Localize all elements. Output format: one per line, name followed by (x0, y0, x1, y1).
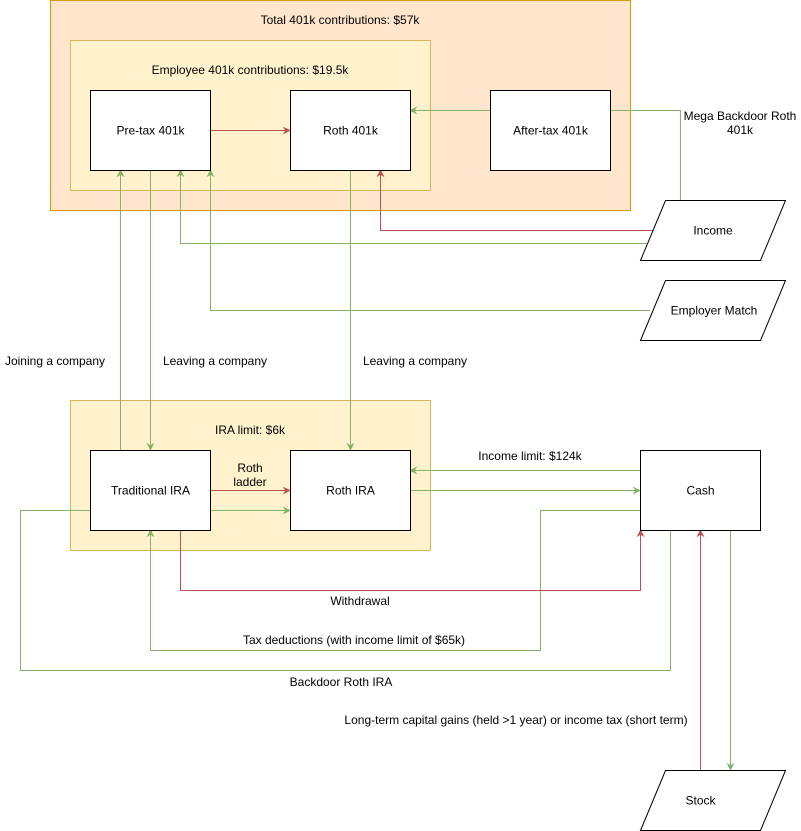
node-roth-401k[interactable]: Roth 401k (290, 90, 411, 171)
node-stock-label: Stock (685, 794, 716, 808)
tax-deductions-label-bg (232, 632, 476, 648)
edge-employer-match-to-pretax (206, 169, 650, 311)
node-roth-ira[interactable]: Roth IRA (290, 450, 411, 531)
group-ira-limit-label: IRA limit: $6k (215, 423, 286, 437)
node-cash-label: Cash (686, 484, 714, 498)
edge-cash-to-traditional-ira (146, 510, 640, 651)
node-traditional-ira-label: Traditional IRA (111, 484, 190, 498)
node-aftertax-401k-label: After-tax 401k (513, 124, 589, 138)
node-aftertax-401k[interactable]: After-tax 401k (490, 90, 611, 171)
edge-income-to-roth401k (376, 169, 655, 231)
node-roth-401k-label: Roth 401k (323, 124, 379, 138)
edge-label-roth-ladder-line1: Roth (237, 461, 262, 475)
node-cash[interactable]: Cash (640, 450, 761, 531)
edge-label-capital-gains: Long-term capital gains (held >1 year) o… (344, 713, 687, 727)
group-total-401k-label: Total 401k contributions: $57k (261, 13, 421, 27)
edge-label-mega-backdoor-line2: 401k (727, 123, 754, 137)
node-roth-ira-label: Roth IRA (326, 484, 375, 498)
node-employer-match-label: Employer Match (671, 304, 758, 318)
edge-label-joining-company: Joining a company (5, 354, 105, 368)
node-pretax-401k[interactable]: Pre-tax 401k (90, 90, 211, 171)
capital-gains-label-bg (340, 712, 692, 728)
node-traditional-ira[interactable]: Traditional IRA (90, 450, 211, 531)
group-employee-401k-label: Employee 401k contributions: $19.5k (152, 63, 350, 77)
withdrawal-label-bg (325, 593, 395, 609)
edge-label-roth-ladder-line2: ladder (233, 475, 266, 489)
node-pretax-401k-label: Pre-tax 401k (116, 124, 185, 138)
edge-income-to-pretax (176, 169, 650, 244)
edge-label-tax-deductions: Tax deductions (with income limit of $65… (243, 633, 465, 647)
node-income[interactable]: Income (639, 200, 787, 261)
edge-label-backdoor-roth-ira: Backdoor Roth IRA (290, 675, 393, 689)
edge-label-leaving-company-pretax: Leaving a company (163, 354, 267, 368)
edge-label-income-limit: Income limit: $124k (478, 449, 582, 463)
edge-label-withdrawal: Withdrawal (330, 594, 389, 608)
edge-withdrawal (180, 529, 645, 591)
edge-label-mega-backdoor-line1: Mega Backdoor Roth (684, 109, 797, 123)
node-stock[interactable]: Stock (639, 770, 787, 831)
edge-label-leaving-company-roth: Leaving a company (363, 354, 467, 368)
backdoor-roth-label-bg (283, 674, 399, 690)
node-employer-match[interactable]: Employer Match (639, 280, 787, 341)
node-income-label: Income (693, 224, 733, 238)
